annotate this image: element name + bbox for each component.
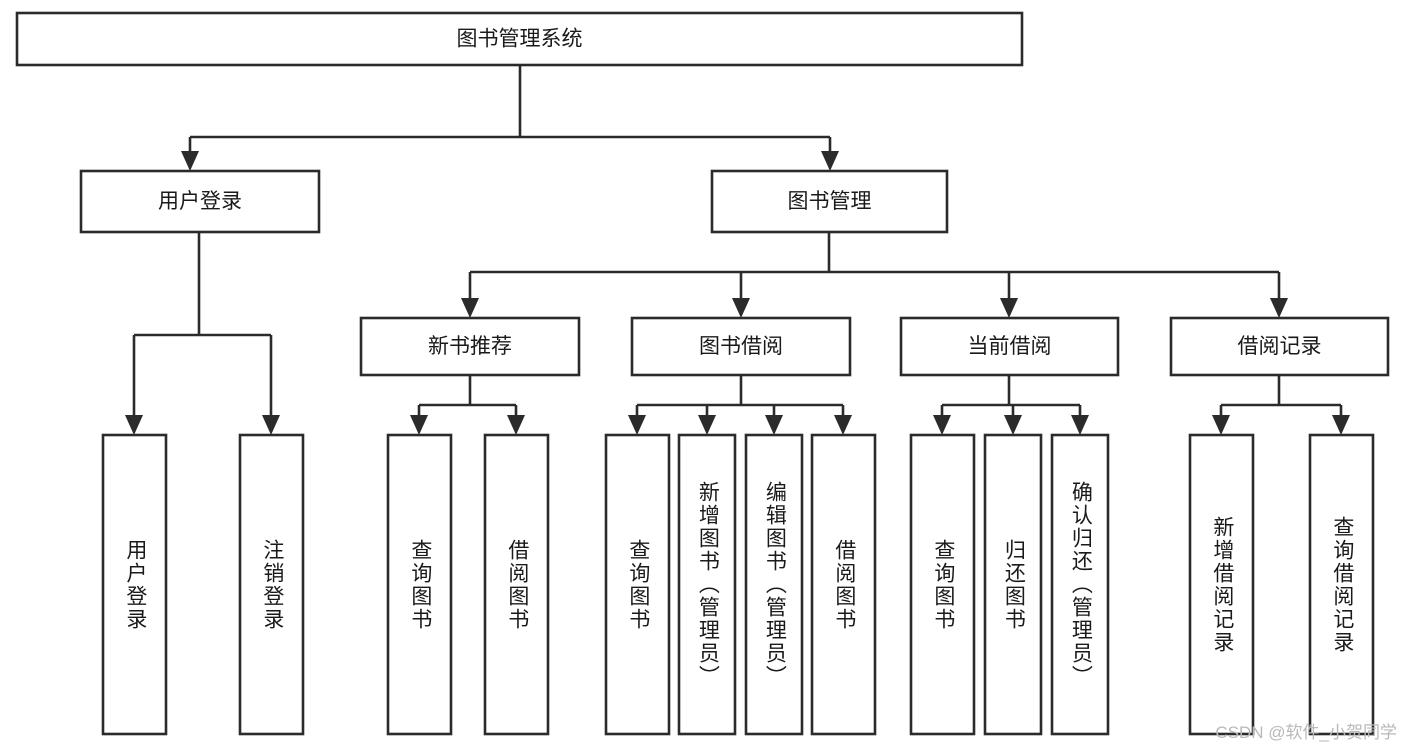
node-box-root[interactable] (15, 11, 1024, 67)
node-box-leaf-borrow-book[interactable] (810, 433, 877, 736)
arrowhead-icon (125, 415, 143, 435)
node-box-layer (15, 11, 1390, 736)
node-box-leaf-add-borrow-record[interactable] (1188, 433, 1255, 736)
node-label-book-manage: 图书管理 (788, 190, 872, 213)
node-box-leaf-return-book[interactable] (983, 433, 1043, 736)
arrowhead-icon (1270, 298, 1288, 318)
arrowhead-icon (507, 415, 525, 435)
node-label-borrow-record: 借阅记录 (1238, 335, 1322, 358)
arrowhead-icon (461, 298, 479, 318)
node-box-book-manage[interactable] (710, 169, 949, 234)
arrowhead-icon (698, 415, 716, 435)
node-label-book-borrow: 图书借阅 (699, 335, 783, 358)
watermark-text: CSDN @软件_小贺同学 (1215, 723, 1397, 742)
node-box-leaf-logout[interactable] (238, 433, 305, 736)
node-label-user-login: 用户登录 (158, 190, 242, 213)
node-box-leaf-query-borrow-record[interactable] (1308, 433, 1375, 736)
node-box-leaf-edit-book[interactable] (744, 433, 804, 736)
node-label-root: 图书管理系统 (457, 28, 583, 51)
arrowhead-icon (1004, 415, 1022, 435)
node-box-book-borrow[interactable] (630, 316, 852, 377)
node-box-user-login[interactable] (79, 169, 321, 234)
arrowhead-icon (1332, 415, 1350, 435)
arrowhead-icon (732, 298, 750, 318)
arrowhead-icon (821, 151, 839, 171)
node-box-leaf-query-book-borrow[interactable] (604, 433, 671, 736)
connector-layer (125, 65, 1350, 435)
node-box-leaf-confirm-return[interactable] (1050, 433, 1110, 736)
node-label-current-borrow: 当前借阅 (968, 335, 1052, 358)
node-box-leaf-borrow-book-recommend[interactable] (483, 433, 550, 736)
arrowhead-icon (834, 415, 852, 435)
arrowhead-icon (1000, 298, 1018, 318)
arrowhead-icon (933, 415, 951, 435)
node-label-new-book-recommend: 新书推荐 (428, 335, 512, 358)
arrowhead-icon (765, 415, 783, 435)
node-box-leaf-query-book-current[interactable] (909, 433, 976, 736)
node-box-leaf-query-book-recommend[interactable] (386, 433, 453, 736)
node-box-leaf-user-login[interactable] (101, 433, 168, 736)
node-box-leaf-add-book[interactable] (677, 433, 737, 736)
node-box-borrow-record[interactable] (1169, 316, 1390, 377)
node-box-new-book-recommend[interactable] (359, 316, 581, 377)
arrowhead-icon (410, 415, 428, 435)
arrowhead-icon (628, 415, 646, 435)
arrowhead-icon (262, 415, 280, 435)
arrowhead-icon (181, 151, 199, 171)
arrowhead-icon (1212, 415, 1230, 435)
node-box-current-borrow[interactable] (899, 316, 1120, 377)
arrowhead-icon (1071, 415, 1089, 435)
